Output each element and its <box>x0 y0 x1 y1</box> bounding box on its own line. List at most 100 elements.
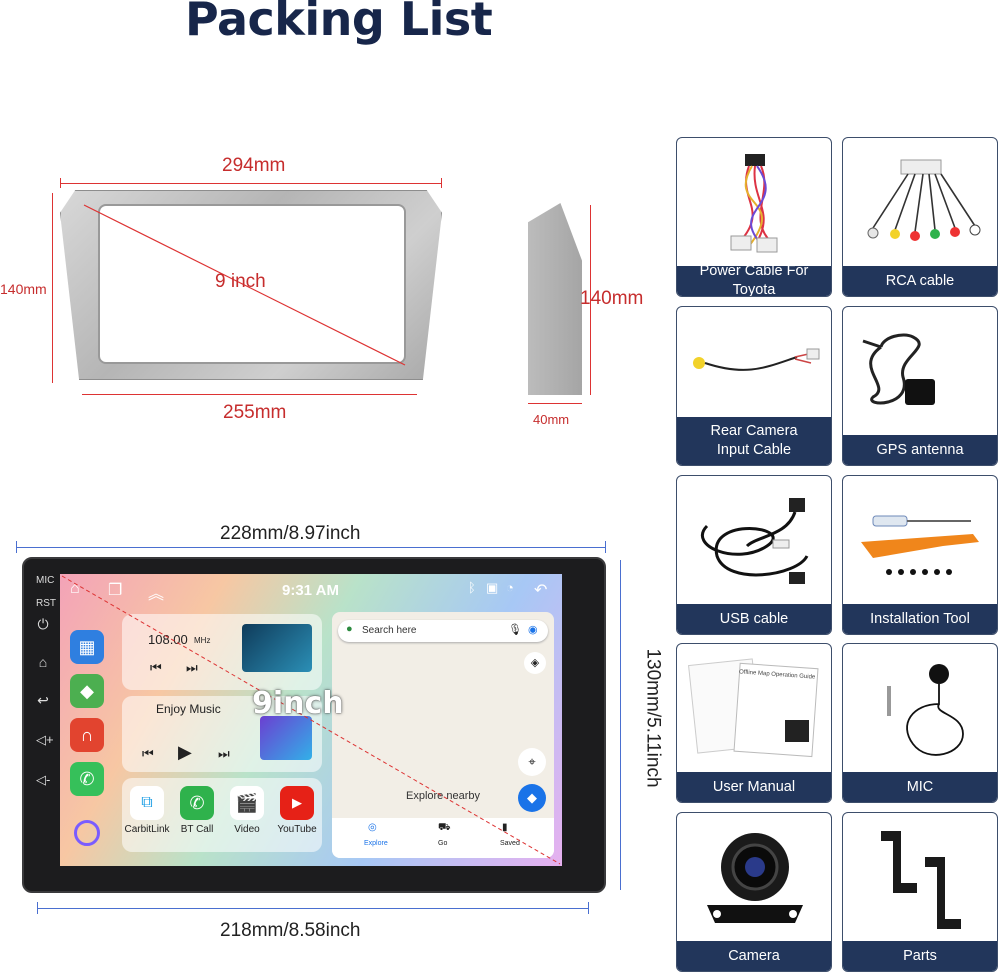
mic-label: MIC <box>36 575 55 586</box>
radio-artwork <box>242 624 312 672</box>
prev-icon[interactable]: ⏮ <box>142 746 154 761</box>
accessory-label: RCA cable <box>843 266 997 296</box>
mic-icon <box>887 664 964 756</box>
accessory-label: USB cable <box>677 604 831 634</box>
music-app-icon[interactable]: ∩ <box>70 718 104 752</box>
app-row: ⧉ ✆ 🎬 ▶ CarbitLink BT Call Video YouTube <box>122 778 322 852</box>
cast-icon: ▣ <box>486 580 499 595</box>
play-icon[interactable]: ▶ <box>178 742 192 762</box>
installation-tool-icon <box>861 515 979 575</box>
map-bottom-sheet: Explore nearby ◎ ⛟ ▮ Explore Go Saved <box>332 790 554 858</box>
screen-diagonal-label: 9inch <box>252 686 344 721</box>
accessory-user-manual: Offline Map Operation Guide User Manual <box>676 643 832 803</box>
usb-cable-icon <box>701 498 809 584</box>
next-icon[interactable]: ⏭ <box>186 660 198 675</box>
accessory-label: Power Cable For Toyota <box>677 263 831 296</box>
map-search-bar[interactable]: ● Search here 🎙 ◉ <box>338 620 548 642</box>
accessory-installation-tool: Installation Tool <box>842 475 998 635</box>
camera-icon <box>707 833 803 923</box>
volume-down-icon[interactable]: ◁- <box>36 772 51 787</box>
unit-height: 130mm/5.11inch <box>642 648 664 788</box>
radio-unit: MHz <box>194 636 211 645</box>
youtube-icon[interactable]: ▶ <box>280 786 314 820</box>
app-label: CarbitLink <box>124 824 170 835</box>
accessory-label: Parts <box>843 941 997 971</box>
bt-call-icon[interactable]: ✆ <box>180 786 214 820</box>
camera-cable-icon <box>693 348 820 371</box>
accessory-label: Installation Tool <box>843 604 997 634</box>
account-icon[interactable]: ◉ <box>528 624 538 636</box>
accessory-camera: Camera <box>676 812 832 972</box>
map-pin-icon: ● <box>346 623 353 635</box>
signal-icon: ◔ <box>506 580 514 595</box>
accessory-label: GPS antenna <box>843 435 997 465</box>
map-tab-go[interactable]: Go <box>438 840 448 847</box>
app-label: Video <box>234 824 260 835</box>
assistant-icon[interactable] <box>74 820 100 846</box>
frame-bottom-width: 255mm <box>223 402 287 423</box>
power-icon[interactable]: ⏻ <box>37 616 49 632</box>
accessory-rear-camera-cable: Rear Camera Input Cable <box>676 306 832 466</box>
back-icon[interactable]: ↶ <box>534 582 548 599</box>
parts-icon <box>881 831 961 929</box>
screen-diagonal <box>61 575 561 865</box>
accessory-usb-cable: USB cable <box>676 475 832 635</box>
rca-cable-icon <box>867 159 981 241</box>
maps-icon[interactable]: ◆ <box>70 674 104 708</box>
map-tab-saved[interactable]: Saved <box>500 840 520 847</box>
music-card[interactable]: Enjoy Music ⏮ ▶ ⏭ <box>122 696 322 772</box>
frame-diagonal-label: 9 inch <box>215 271 266 292</box>
map-panel[interactable]: ● Search here 🎙 ◉ ◈ ⌖ ◆ Explore nearby ◎… <box>332 612 554 858</box>
rst-label: RST <box>36 598 56 609</box>
carbitlink-icon[interactable]: ⧉ <box>130 786 164 820</box>
frame-height: 140mm <box>0 281 47 297</box>
prev-icon[interactable]: ⏮ <box>150 660 162 675</box>
mic-icon[interactable]: 🎙 <box>508 624 522 636</box>
volume-up-icon[interactable]: ◁+ <box>36 732 54 747</box>
accessory-mic: MIC <box>842 643 998 803</box>
unit-bottom-width: 218mm/8.58inch <box>220 920 361 941</box>
map-search-placeholder: Search here <box>362 625 417 636</box>
go-tab-icon[interactable]: ⛟ <box>438 822 451 833</box>
directions-icon[interactable]: ◆ <box>518 784 546 812</box>
recent-apps-icon[interactable]: ❐ <box>108 582 123 599</box>
locate-icon[interactable]: ⌖ <box>518 748 546 776</box>
screen: ⌂ ❐ ︽ 9:31 AM ᛒ ▣ ◔ ↶ ▦ ◆ ∩ ✆ 108.00 MHz… <box>60 574 562 866</box>
apps-grid-icon[interactable]: ▦ <box>70 630 104 664</box>
layers-icon[interactable]: ◈ <box>524 652 546 674</box>
home-icon[interactable]: ⌂ <box>38 654 48 670</box>
phone-icon[interactable]: ✆ <box>70 762 104 796</box>
accessory-label: Camera <box>677 941 831 971</box>
accessory-label: MIC <box>843 772 997 802</box>
accessory-label: User Manual <box>677 772 831 802</box>
app-label: BT Call <box>180 824 214 835</box>
accessory-parts: Parts <box>842 812 998 972</box>
accessory-power-cable: Power Cable For Toyota <box>676 137 832 297</box>
side-height: 140mm <box>580 288 644 309</box>
manual-icon <box>688 658 819 758</box>
gps-antenna-icon <box>862 333 935 405</box>
clock: 9:31 AM <box>282 582 339 599</box>
explore-nearby[interactable]: Explore nearby <box>406 790 480 802</box>
accessory-label: Rear Camera Input Cable <box>677 417 831 465</box>
map-tab-explore[interactable]: Explore <box>364 840 388 847</box>
page-title: Packing List <box>185 0 493 46</box>
side-depth: 40mm <box>533 412 570 427</box>
power-cable-icon <box>730 154 778 253</box>
chevron-up-icon[interactable]: ︽ <box>148 586 165 603</box>
music-artwork <box>260 716 312 760</box>
status-bar: ⌂ ❐ ︽ 9:31 AM ᛒ ▣ ◔ ↶ <box>60 574 562 606</box>
explore-tab-icon[interactable]: ◎ <box>368 822 377 833</box>
bluetooth-icon: ᛒ <box>468 580 476 595</box>
next-icon[interactable]: ⏭ <box>218 746 230 761</box>
saved-tab-icon[interactable]: ▮ <box>502 822 508 833</box>
home-icon[interactable]: ⌂ <box>70 580 80 597</box>
accessory-gps-antenna: GPS antenna <box>842 306 998 466</box>
back-icon[interactable]: ↩ <box>37 692 49 708</box>
unit-top-width: 228mm/8.97inch <box>220 523 361 544</box>
frame-top-width: 294mm <box>222 155 286 176</box>
music-label: Enjoy Music <box>156 702 221 716</box>
video-icon[interactable]: 🎬 <box>230 786 264 820</box>
frame-diagonal <box>83 204 406 366</box>
accessory-rca-cable: RCA cable <box>842 137 998 297</box>
